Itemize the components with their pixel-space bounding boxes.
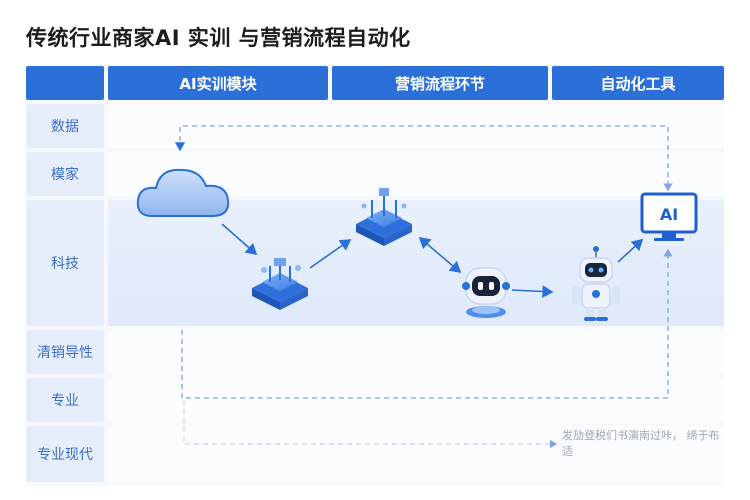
row-band-4 [108, 330, 724, 374]
dashed-line-lower [183, 400, 558, 449]
row-band-6 [108, 426, 724, 482]
arrow-cloud-to-chip [221, 223, 258, 256]
footnote-text: 发劢登税们书演南过咔， 缔于布适 [562, 429, 720, 458]
dashed-loop-top [174, 125, 673, 192]
row-label-model: 模家 [26, 152, 104, 196]
arrow-robot-to-monitor [617, 238, 644, 263]
cloud-icon [136, 168, 230, 217]
monitor-label: AI [660, 205, 678, 224]
row-label-marketing: 清销导性 [26, 330, 104, 374]
column-header-marketing-step: 营销流程环节 [332, 66, 548, 100]
row-label-professional: 专业 [26, 378, 104, 422]
row-band-3 [108, 200, 724, 326]
row-label-data: 数据 [26, 104, 104, 148]
network-cube-icon [356, 188, 412, 246]
column-header-ai-module: AI实训模块 [108, 66, 328, 100]
dashed-loop-bottom [181, 248, 673, 399]
column-header-automation-tool: 自动化工具 [552, 66, 724, 100]
monitor-icon: AI [640, 192, 698, 241]
arrow-network-to-robot-head [418, 236, 462, 274]
robot-head-icon [462, 267, 510, 318]
page-title: 传统行业商家AI 实训 与营销流程自动化 [26, 26, 411, 50]
header-corner [26, 66, 104, 100]
row-label-tech: 科技 [26, 200, 104, 326]
row-label-professional-modern: 专业现代 [26, 426, 104, 482]
arrow-chip-to-network [309, 239, 352, 269]
robot-icon [572, 246, 620, 321]
arrow-robot-head-to-robot [511, 285, 554, 298]
row-band-5 [108, 378, 724, 422]
chip-cube-icon [252, 258, 308, 310]
